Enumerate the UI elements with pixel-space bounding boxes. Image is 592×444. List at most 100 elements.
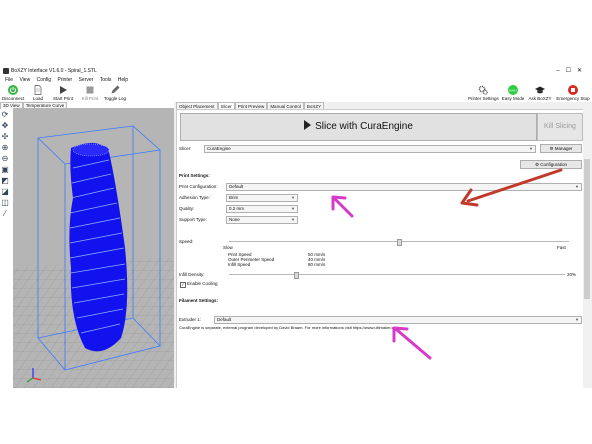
- pencil-icon: [111, 85, 120, 94]
- start-print-label: Start Print: [52, 96, 73, 101]
- menu-file[interactable]: File: [5, 77, 14, 83]
- move-object-icon[interactable]: ✣: [1, 132, 9, 141]
- tab-object-placement[interactable]: Object Placement: [176, 102, 218, 110]
- adhesion-value: Brim: [229, 195, 239, 200]
- tab-3d-view[interactable]: 3D View: [0, 102, 23, 109]
- configuration-button[interactable]: ⚙ Configuration: [520, 160, 582, 169]
- tab-manual-control[interactable]: Manual Control: [267, 102, 304, 110]
- support-select[interactable]: None▼: [226, 216, 298, 224]
- menu-tools[interactable]: Tools: [99, 77, 112, 83]
- side-view-icon[interactable]: ◪: [1, 187, 9, 196]
- toggle-log-label: Toggle Log: [104, 96, 127, 101]
- ask-boxzy-label: Ask BoXZY: [528, 96, 552, 101]
- infill-label: Infill Density:: [179, 272, 205, 277]
- easy-mode-icon: EASY: [508, 85, 518, 95]
- tab-print-preview[interactable]: Print Preview: [234, 102, 268, 110]
- gears-icon: [478, 85, 488, 95]
- load-button[interactable]: Load: [27, 84, 49, 102]
- extruder-select[interactable]: Default▼: [214, 316, 582, 324]
- window-title: BoXZY Interface V1.6.0 - Spiral_1.STL: [11, 68, 97, 74]
- power-icon: [8, 85, 18, 95]
- print-config-value: Default: [229, 184, 244, 189]
- slicer-select[interactable]: CuraEngine ▼: [204, 145, 536, 153]
- chevron-down-icon: ▼: [575, 184, 579, 189]
- print-settings-heading: Print Settings:: [179, 173, 210, 178]
- curaengine-note: CuraEngine is separate, external program…: [179, 325, 400, 330]
- rotate-icon[interactable]: ⟳: [1, 110, 9, 119]
- printer-settings-button[interactable]: Printer Settings: [468, 84, 499, 102]
- emergency-stop-label: Emergency Stop: [556, 96, 590, 101]
- menu-config[interactable]: Config: [36, 77, 52, 83]
- easy-mode-button[interactable]: EASY Easy Mode: [501, 84, 525, 102]
- front-view-icon[interactable]: ▣: [1, 165, 9, 174]
- support-label: Support Type:: [179, 217, 207, 222]
- easy-mode-label: Easy Mode: [501, 96, 525, 101]
- 3d-scene: [13, 125, 174, 388]
- tab-boxzy[interactable]: BoXZY: [303, 102, 325, 110]
- slash-icon[interactable]: ⁄: [4, 209, 6, 218]
- move-icon[interactable]: ✥: [1, 121, 9, 130]
- app-icon: [3, 68, 9, 74]
- tab-temperature-curve[interactable]: Temperature Curve: [22, 102, 68, 109]
- infill-slider-track[interactable]: [229, 274, 565, 275]
- toggle-log-button[interactable]: Toggle Log: [104, 84, 126, 102]
- emergency-stop-button[interactable]: Emergency Stop: [556, 84, 590, 102]
- manager-icon: ⚙: [549, 146, 554, 151]
- printer-settings-label: Printer Settings: [468, 96, 499, 101]
- chevron-down-icon: ▼: [575, 317, 579, 322]
- start-print-button[interactable]: Start Print: [52, 84, 74, 102]
- disconnect-button[interactable]: Disconnect: [2, 84, 24, 102]
- menu-printer[interactable]: Printer: [57, 77, 73, 83]
- disconnect-label: Disconnect: [2, 96, 25, 101]
- slice-button-label: Slice with CuraEngine: [315, 121, 413, 132]
- gear-icon: ⚙: [534, 162, 539, 167]
- top-view-icon[interactable]: ◩: [1, 176, 9, 185]
- vertical-scrollbar[interactable]: [583, 109, 591, 388]
- iso-view-icon[interactable]: ◫: [1, 198, 9, 207]
- play-icon: [304, 120, 312, 131]
- kill-print-button[interactable]: Kill Print: [79, 84, 101, 102]
- menu-view[interactable]: View: [19, 77, 31, 83]
- enable-cooling-label: Enable Cooling: [187, 281, 218, 286]
- zoom-out-icon[interactable]: ⊖: [1, 154, 9, 163]
- speed-row-name: Print Speed: [228, 252, 252, 257]
- window-controls[interactable]: –☐✕: [556, 68, 588, 74]
- view-tools: ⟳ ✥ ✣ ⊕ ⊖ ▣ ◩ ◪ ◫ ⁄: [1, 110, 11, 221]
- speed-label: Speed:: [179, 239, 194, 244]
- quality-select[interactable]: 0.2 mm▼: [226, 205, 298, 213]
- manager-button[interactable]: ⚙ Manager: [540, 144, 582, 153]
- menu-bar: File View Config Printer Server Tools He…: [0, 76, 592, 84]
- speed-slider-thumb[interactable]: [397, 239, 402, 246]
- kill-slicing-button[interactable]: Kill Slicing: [537, 113, 583, 141]
- title-bar: BoXZY Interface V1.6.0 - Spiral_1.STL –☐…: [0, 66, 592, 76]
- menu-server[interactable]: Server: [78, 77, 94, 83]
- zoom-in-icon[interactable]: ⊕: [1, 143, 9, 152]
- speed-row-value: 50 mm/s: [308, 252, 326, 257]
- slice-button[interactable]: Slice with CuraEngine: [180, 113, 537, 141]
- axis-gizmo: [26, 368, 42, 383]
- slicer-value: CuraEngine: [207, 146, 231, 151]
- slicer-panel: Slice with CuraEngine Kill Slicing Slice…: [176, 109, 584, 388]
- print-config-label: Print Configuration:: [179, 184, 218, 189]
- infill-value: 20%: [567, 272, 577, 277]
- chevron-down-icon: ▼: [529, 146, 533, 151]
- quality-label: Quality:: [179, 206, 195, 211]
- emergency-stop-icon: [568, 85, 578, 95]
- file-icon: [34, 85, 42, 95]
- infill-slider-thumb[interactable]: [294, 272, 300, 279]
- menu-help[interactable]: Help: [117, 77, 129, 83]
- print-config-select[interactable]: Default ▼: [226, 183, 582, 191]
- enable-cooling-checkbox[interactable]: ✓: [180, 282, 186, 288]
- speed-slow-label: Slow: [223, 245, 233, 250]
- tab-slicer[interactable]: Slicer: [217, 102, 235, 110]
- scrollbar-thumb[interactable]: [584, 159, 590, 299]
- graduation-cap-icon: [535, 86, 545, 94]
- adhesion-select[interactable]: Brim▼: [226, 194, 298, 202]
- support-value: None: [229, 217, 240, 222]
- slicer-label: Slicer:: [179, 146, 192, 151]
- ask-boxzy-button[interactable]: Ask BoXZY: [528, 84, 552, 102]
- 3d-viewport[interactable]: [13, 108, 174, 388]
